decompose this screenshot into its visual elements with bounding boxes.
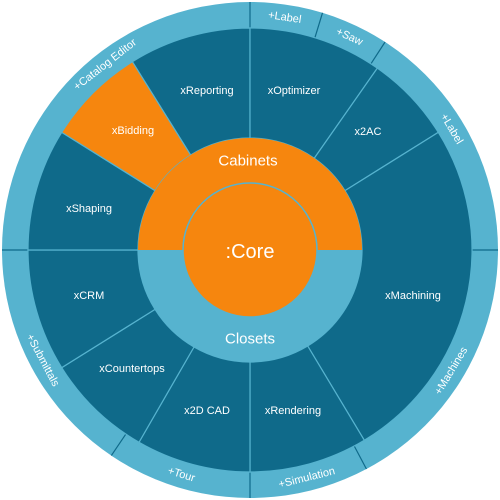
- module-segment-label: xOptimizer: [268, 85, 321, 97]
- module-segment-label: xShaping: [66, 203, 112, 215]
- outer-ring-divider: [370, 41, 386, 65]
- module-segment-label: xCountertops: [99, 363, 165, 375]
- edition-bands: Cabinets Closets: [138, 138, 362, 362]
- outer-ring-divider: [314, 12, 324, 38]
- module-segment-label: xRendering: [265, 405, 321, 417]
- module-segment-label: x2AC: [355, 126, 382, 138]
- module-segments: xReporting xOptimizer x2AC xMachining xRende…: [27, 27, 473, 473]
- module-segment-label: xMachining: [385, 290, 441, 302]
- core-label: :Core: [226, 241, 275, 263]
- module-segment-label: x2D CAD: [184, 405, 230, 417]
- cabinets-band[interactable]: [138, 138, 362, 250]
- core-circle[interactable]: [182, 182, 318, 318]
- outer-ring-item-label[interactable]: +Label: [267, 9, 302, 26]
- module-segment-label: xBidding: [112, 125, 154, 137]
- closets-band[interactable]: [138, 250, 362, 362]
- module-segment-label: xReporting: [180, 85, 233, 97]
- outer-ring-divider: [110, 433, 127, 456]
- closets-label: Closets: [225, 331, 275, 348]
- module-segment-label: xCRM: [74, 290, 105, 302]
- cabinets-label: Cabinets: [218, 153, 277, 170]
- outer-ring-divider: [353, 445, 367, 470]
